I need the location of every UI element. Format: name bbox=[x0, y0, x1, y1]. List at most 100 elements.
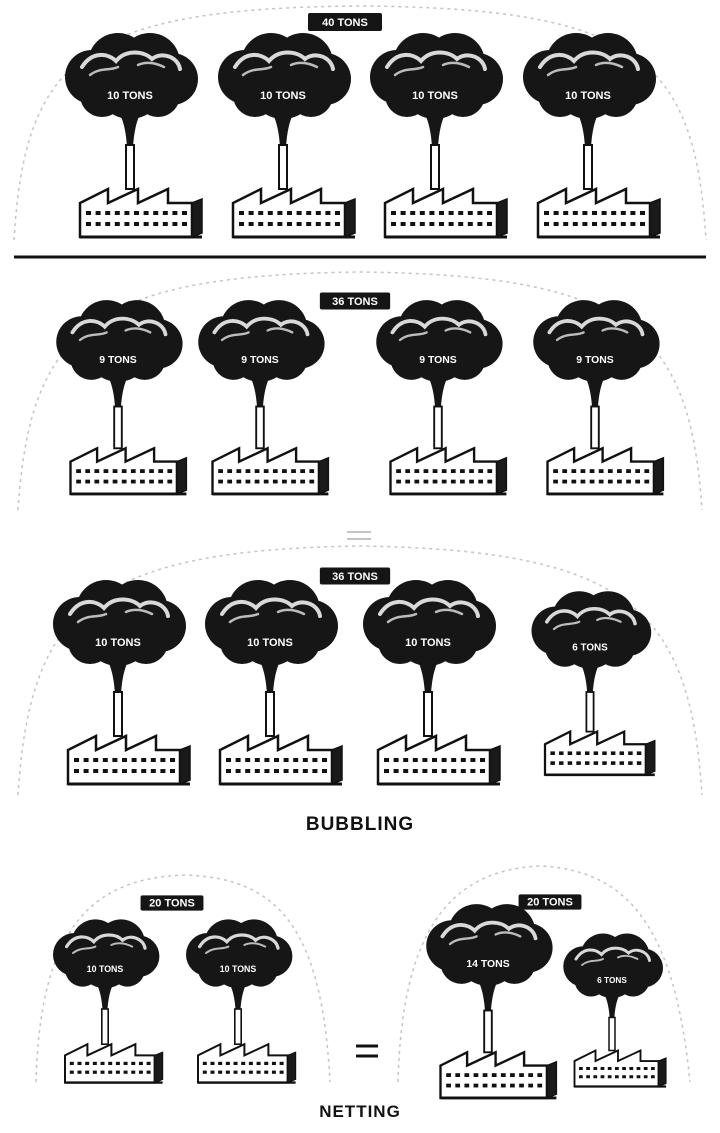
emission-label: 14 TONS bbox=[466, 959, 509, 970]
factory-icon bbox=[66, 733, 191, 786]
factory-icon bbox=[211, 446, 330, 496]
smoke-cloud-icon bbox=[186, 919, 293, 1011]
bubble-outline bbox=[13, 5, 707, 241]
bubble-outline bbox=[17, 545, 703, 796]
emission-label: 10 TONS bbox=[107, 90, 153, 102]
smokestack-icon bbox=[113, 405, 123, 450]
smoke-cloud-icon bbox=[531, 591, 652, 694]
emission-label: 10 TONS bbox=[412, 90, 458, 102]
smoke-cloud-icon bbox=[53, 580, 186, 694]
emission-label: 10 TONS bbox=[220, 964, 257, 974]
total-badge bbox=[319, 292, 391, 310]
factory-plant: 10 TONS bbox=[205, 580, 343, 786]
smokestack-icon bbox=[483, 1009, 493, 1054]
smoke-cloud-icon bbox=[218, 33, 351, 147]
factory-plant: 10 TONS bbox=[370, 33, 508, 239]
smoke-cloud-icon bbox=[198, 300, 325, 409]
factory-icon bbox=[78, 186, 203, 239]
factory-icon bbox=[231, 186, 356, 239]
factory-plant: 10 TONS bbox=[218, 33, 356, 239]
factory-plant: 10 TONS bbox=[53, 919, 164, 1084]
smoke-cloud-icon bbox=[533, 300, 660, 409]
factory-plant: 10 TONS bbox=[65, 33, 203, 239]
smoke-cloud-icon bbox=[563, 933, 663, 1019]
emission-label: 6 TONS bbox=[597, 976, 627, 985]
factory-icon bbox=[536, 186, 661, 239]
factory-plant: 10 TONS bbox=[186, 919, 297, 1084]
caption-netting: NETTING bbox=[319, 1102, 401, 1121]
smokestack-icon bbox=[433, 405, 443, 450]
smoke-cloud-icon bbox=[56, 300, 183, 409]
total-label: 20 TONS bbox=[527, 896, 573, 908]
factory-plant: 9 TONS bbox=[533, 300, 665, 496]
factory-plant: 9 TONS bbox=[198, 300, 330, 496]
equals-sign bbox=[356, 1044, 378, 1058]
emission-label: 6 TONS bbox=[572, 643, 608, 654]
smokestack-icon bbox=[608, 1016, 616, 1052]
bubble-outline bbox=[35, 874, 331, 1083]
equals-sign-small bbox=[347, 531, 371, 540]
factory-icon bbox=[573, 1048, 667, 1088]
total-badge bbox=[319, 567, 391, 585]
total-label: 36 TONS bbox=[332, 571, 378, 583]
smokestack-icon bbox=[430, 144, 440, 190]
factory-icon bbox=[439, 1050, 558, 1100]
total-badge bbox=[518, 894, 582, 910]
total-label: 36 TONS bbox=[332, 296, 378, 308]
emission-label: 10 TONS bbox=[260, 90, 306, 102]
smokestack-icon bbox=[590, 405, 600, 450]
emission-label: 10 TONS bbox=[95, 637, 141, 649]
factory-plant: 14 TONS bbox=[426, 904, 558, 1100]
emission-label: 9 TONS bbox=[99, 355, 137, 366]
smokestack-icon bbox=[100, 1008, 110, 1046]
factory-icon bbox=[546, 446, 665, 496]
smokestack-icon bbox=[423, 691, 433, 737]
factory-icon bbox=[543, 729, 656, 777]
total-label: 20 TONS bbox=[149, 897, 195, 909]
bubble-outline bbox=[397, 865, 691, 1083]
smoke-cloud-icon bbox=[65, 33, 198, 147]
factory-icon bbox=[196, 1042, 297, 1084]
factory-plant: 6 TONS bbox=[563, 933, 667, 1088]
smokestack-icon bbox=[125, 144, 135, 190]
total-label: 40 TONS bbox=[322, 17, 368, 29]
smoke-cloud-icon bbox=[363, 580, 496, 694]
smokestack-icon bbox=[255, 405, 265, 450]
smokestack-icon bbox=[113, 691, 123, 737]
factory-plant: 9 TONS bbox=[376, 300, 508, 496]
factory-icon bbox=[69, 446, 188, 496]
caption-bubbling: BUBBLING bbox=[305, 814, 415, 835]
smoke-cloud-icon bbox=[426, 904, 553, 1013]
factory-icon bbox=[376, 733, 501, 786]
smokestack-icon bbox=[585, 691, 595, 733]
emission-label: 9 TONS bbox=[419, 355, 457, 366]
smokestack-icon bbox=[278, 144, 288, 190]
factory-plant: 10 TONS bbox=[523, 33, 661, 239]
emission-label: 9 TONS bbox=[241, 355, 279, 366]
factory-icon bbox=[63, 1042, 164, 1084]
smoke-cloud-icon bbox=[523, 33, 656, 147]
emission-label: 10 TONS bbox=[87, 964, 124, 974]
total-badge bbox=[140, 895, 204, 911]
factory-plant: 9 TONS bbox=[56, 300, 188, 496]
smoke-cloud-icon bbox=[205, 580, 338, 694]
smoke-cloud-icon bbox=[53, 919, 160, 1011]
factory-icon bbox=[218, 733, 343, 786]
emission-label: 10 TONS bbox=[405, 637, 451, 649]
smokestack-icon bbox=[583, 144, 593, 190]
emission-label: 9 TONS bbox=[576, 355, 614, 366]
factory-plant: 10 TONS bbox=[363, 580, 501, 786]
total-badge bbox=[308, 13, 382, 31]
factory-plant: 6 TONS bbox=[531, 591, 656, 777]
factory-icon bbox=[383, 186, 508, 239]
emission-label: 10 TONS bbox=[247, 637, 293, 649]
smoke-cloud-icon bbox=[376, 300, 503, 409]
bubble-outline bbox=[17, 271, 703, 511]
emission-label: 10 TONS bbox=[565, 90, 611, 102]
factory-plant: 10 TONS bbox=[53, 580, 191, 786]
smoke-cloud-icon bbox=[370, 33, 503, 147]
factory-icon bbox=[389, 446, 508, 496]
smokestack-icon bbox=[233, 1008, 243, 1046]
smokestack-icon bbox=[265, 691, 275, 737]
